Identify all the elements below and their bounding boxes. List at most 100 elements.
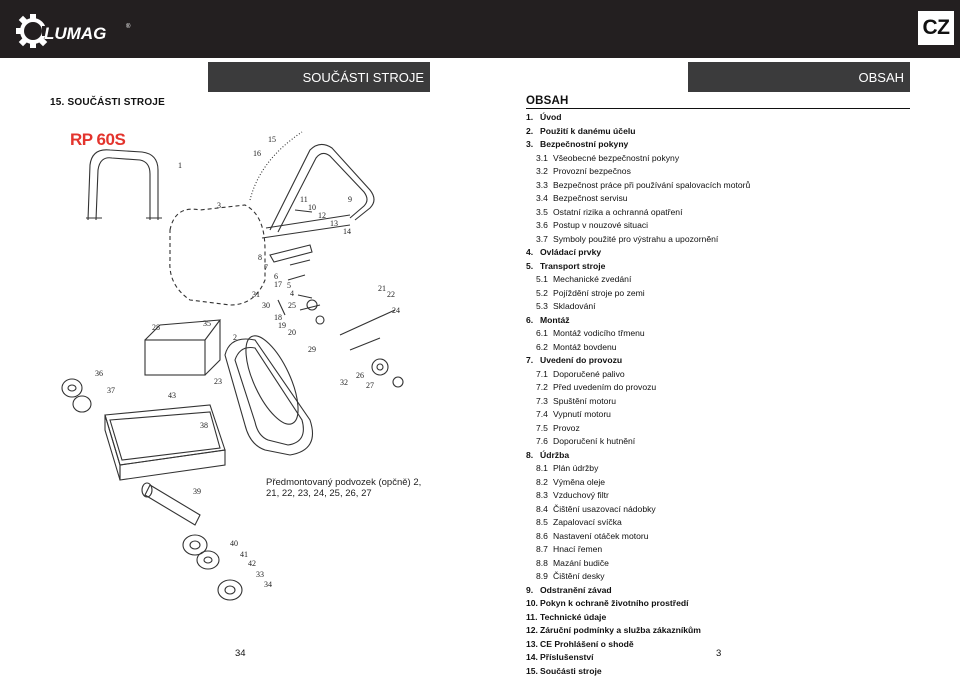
toc-item-number: 3.6 xyxy=(536,219,553,233)
toc-item-number: 7. xyxy=(526,354,540,368)
toc-item-text: Všeobecné bezpečnostní pokyny xyxy=(553,153,679,163)
toc-item-text: Čištění usazovací nádobky xyxy=(553,504,656,514)
callout-8: 8 xyxy=(258,253,262,262)
toc-item-text: Hnací řemen xyxy=(553,544,602,554)
toc-item-number: 3.1 xyxy=(536,152,553,166)
toc-item-number: 5.1 xyxy=(536,273,553,287)
toc-item-number: 3. xyxy=(526,138,540,152)
toc-item[interactable]: 6.Montáž xyxy=(526,314,910,328)
toc-item-number: 8. xyxy=(526,449,540,463)
callout-43: 43 xyxy=(168,391,176,400)
callout-30: 30 xyxy=(262,301,270,310)
callout-9: 9 xyxy=(348,195,352,204)
toc-item-number: 6. xyxy=(526,314,540,328)
toc-item[interactable]: 11.Technické údaje xyxy=(526,611,910,625)
left-header-title: SOUČÁSTI STROJE xyxy=(303,70,424,85)
toc-item[interactable]: 2.Použití k danému účelu xyxy=(526,125,910,139)
toc-item-text: Bezpečnost práce při používání spalovací… xyxy=(553,180,750,190)
toc-item-number: 8.8 xyxy=(536,557,553,571)
toc-item[interactable]: 9.Odstranění závad xyxy=(526,584,910,598)
toc-item-text: Úvod xyxy=(540,112,561,122)
toc-item[interactable]: 13.CE Prohlášení o shodě xyxy=(526,638,910,652)
top-bar: LUMAG ® CZ xyxy=(0,0,960,58)
toc-item-text: Ovládací prvky xyxy=(540,247,601,257)
toc-item-text: Zapalovací svíčka xyxy=(553,517,622,527)
callout-35: 35 xyxy=(203,319,211,328)
callout-19: 19 xyxy=(278,321,286,330)
toc-item[interactable]: 5.Transport stroje xyxy=(526,260,910,274)
toc-item[interactable]: 10.Pokyn k ochraně životního prostředí xyxy=(526,597,910,611)
toc-item[interactable]: 12.Záruční podmínky a služba zákazníkům xyxy=(526,624,910,638)
toc-item[interactable]: 1.Úvod xyxy=(526,111,910,125)
callout-29: 29 xyxy=(308,345,316,354)
toc-item-number: 2. xyxy=(526,125,540,139)
toc-item-number: 3.5 xyxy=(536,206,553,220)
toc-item-number: 9. xyxy=(526,584,540,598)
toc-item-text: Nastavení otáček motoru xyxy=(553,531,649,541)
chassis-note: Předmontovaný podvozek (opčně) 2, 21, 22… xyxy=(266,477,436,499)
right-header-bar: OBSAH xyxy=(688,62,910,92)
toc-item-text: Transport stroje xyxy=(540,261,605,271)
language-badge: CZ xyxy=(918,11,954,45)
right-header-title: OBSAH xyxy=(858,70,904,85)
toc-item-number: 3.2 xyxy=(536,165,553,179)
toc-item[interactable]: 7.Uvedení do provozu xyxy=(526,354,910,368)
toc-item-number: 8.6 xyxy=(536,530,553,544)
toc-item-text: Skladování xyxy=(553,301,596,311)
callout-22: 22 xyxy=(387,290,395,299)
toc-item[interactable]: 8.Údržba xyxy=(526,449,910,463)
toc-item-text: Před uvedením do provozu xyxy=(553,382,656,392)
toc-item[interactable]: 3.Bezpečnostní pokyny xyxy=(526,138,910,152)
toc-item-number: 8.4 xyxy=(536,503,553,517)
callout-16: 16 xyxy=(253,149,261,158)
toc-item-text: Provozní bezpečnos xyxy=(553,166,631,176)
callout-37: 37 xyxy=(107,386,115,395)
toc-item-number: 7.2 xyxy=(536,381,553,395)
registered-mark: ® xyxy=(126,23,131,30)
callout-10: 10 xyxy=(308,203,316,212)
callout-41: 41 xyxy=(240,550,248,559)
callout-17: 17 xyxy=(274,280,282,289)
callout-11: 11 xyxy=(300,195,308,204)
toc-item[interactable]: 4.Ovládací prvky xyxy=(526,246,910,260)
callout-34: 34 xyxy=(264,580,272,589)
logo-text: LUMAG xyxy=(44,24,106,43)
callout-28: 28 xyxy=(152,323,160,332)
toc-item-text: Montáž vodicího třmenu xyxy=(553,328,645,338)
callout-2: 2 xyxy=(233,333,237,342)
toc-item-number: 8.3 xyxy=(536,489,553,503)
toc-item-number: 4. xyxy=(526,246,540,260)
toc-item[interactable]: 15.Součásti stroje xyxy=(526,665,910,678)
callout-31: 31 xyxy=(252,290,260,299)
toc-item-number: 10. xyxy=(526,597,540,611)
